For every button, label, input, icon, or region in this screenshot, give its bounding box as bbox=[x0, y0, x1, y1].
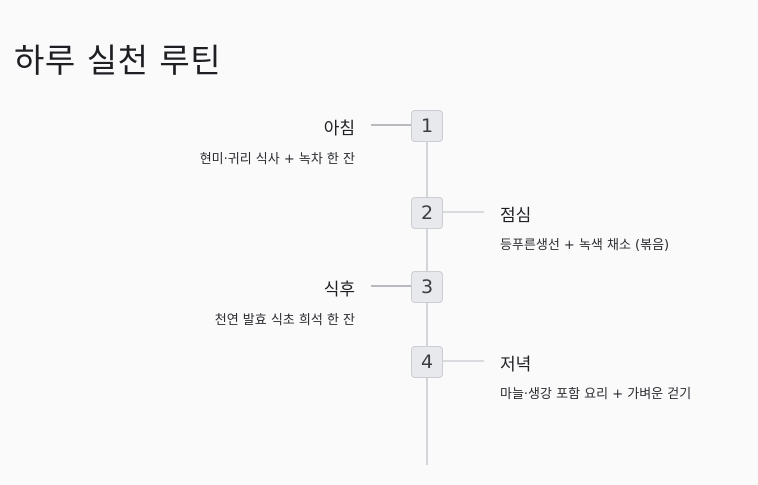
step-4-connector bbox=[443, 360, 484, 362]
step-2-description: 등푸른생선 + 녹색 채소 (볶음) bbox=[500, 238, 670, 253]
step-1-connector bbox=[371, 124, 411, 126]
step-3-title: 식후 bbox=[323, 280, 355, 300]
step-3-connector bbox=[371, 285, 411, 287]
step-4-number-badge: 4 bbox=[411, 346, 443, 378]
step-1-description: 현미·귀리 식사 + 녹차 한 잔 bbox=[199, 152, 355, 167]
step-2-connector bbox=[443, 211, 484, 213]
step-4-title: 저녁 bbox=[500, 355, 532, 375]
page-title: 하루 실천 루틴 bbox=[14, 41, 222, 80]
step-1-title: 아침 bbox=[323, 119, 355, 139]
step-3-description: 천연 발효 식초 희석 한 잔 bbox=[214, 313, 355, 328]
step-4-description: 마늘·생강 포함 요리 + 가벼운 걷기 bbox=[500, 387, 692, 402]
step-2-number-badge: 2 bbox=[411, 197, 443, 229]
step-2-title: 점심 bbox=[500, 206, 532, 226]
step-3-number-badge: 3 bbox=[411, 271, 443, 303]
step-1-number-badge: 1 bbox=[411, 110, 443, 142]
